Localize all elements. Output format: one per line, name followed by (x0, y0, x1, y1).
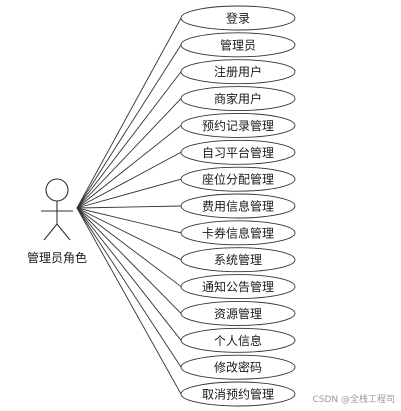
use-case-label: 预约记录管理 (202, 118, 274, 133)
use-case: 注册用户 (180, 59, 296, 85)
use-case-label: 资源管理 (214, 306, 262, 321)
association-line (76, 207, 182, 287)
use-case: 座位分配管理 (180, 166, 296, 192)
use-case-ellipse (180, 112, 296, 138)
use-case-ellipse (180, 193, 296, 219)
association-line (76, 44, 182, 209)
use-case-label: 自习平台管理 (202, 145, 274, 160)
association-line (76, 125, 182, 209)
use-case-label: 座位分配管理 (202, 172, 274, 187)
use-case: 自习平台管理 (180, 139, 296, 165)
use-case-label: 注册用户 (214, 64, 262, 79)
use-case: 商家用户 (180, 86, 296, 112)
association-line (76, 205, 182, 209)
association-line (76, 178, 182, 209)
use-case: 费用信息管理 (180, 193, 296, 219)
use-case: 通知公告管理 (180, 274, 296, 300)
use-case-label: 修改密码 (214, 360, 262, 375)
actor-label: 管理员角色 (27, 250, 87, 265)
use-case-ellipse (180, 220, 296, 246)
actor-head (45, 178, 69, 202)
use-case-label: 商家用户 (214, 91, 262, 106)
watermark: CSDN @全栈工程司 (312, 395, 395, 405)
use-case-label: 通知公告管理 (202, 279, 274, 294)
use-case: 系统管理 (180, 247, 296, 273)
use-case-label: 登录 (226, 11, 250, 26)
association-line (76, 71, 182, 209)
use-case: 资源管理 (180, 300, 296, 326)
association-line (76, 98, 182, 209)
association-line (76, 207, 182, 261)
use-case: 卡券信息管理 (180, 220, 296, 246)
association-line (76, 17, 182, 209)
use-case-ellipse (180, 59, 296, 85)
association-line (76, 207, 182, 368)
use-case-ellipse (180, 381, 296, 407)
use-case-ellipse (180, 86, 296, 112)
use-case-label: 个人信息 (214, 333, 262, 348)
use-case-ellipse (180, 5, 296, 31)
use-case-ellipse (180, 247, 296, 273)
use-case-ellipse (180, 327, 296, 353)
use-case-label: 费用信息管理 (202, 199, 274, 214)
actor-stick-figure (41, 178, 73, 241)
use-case-ellipse (180, 166, 296, 192)
use-case: 个人信息 (180, 327, 296, 353)
use-case-ellipse (180, 274, 296, 300)
use-case-label: 取消预约管理 (202, 387, 274, 402)
use-case-ellipse (180, 139, 296, 165)
use-case: 登录 (180, 5, 296, 31)
association-lines (76, 17, 182, 395)
use-case-label: 卡券信息管理 (202, 225, 274, 240)
use-case-label: 系统管理 (214, 252, 262, 267)
use-case: 取消预约管理 (180, 381, 296, 407)
use-case: 预约记录管理 (180, 112, 296, 138)
association-line (76, 151, 182, 209)
association-line (76, 207, 182, 234)
actor-left-leg (43, 223, 58, 241)
association-line (76, 207, 182, 395)
use-case-label: 管理员 (220, 37, 256, 52)
use-case-list: 登录管理员注册用户商家用户预约记录管理自习平台管理座位分配管理费用信息管理卡券信… (180, 5, 296, 407)
use-case-ellipse (180, 354, 296, 380)
association-line (76, 207, 182, 314)
use-case-ellipse (180, 32, 296, 58)
use-case: 管理员 (180, 32, 296, 58)
actor-right-leg (56, 223, 71, 241)
use-case: 修改密码 (180, 354, 296, 380)
use-case-ellipse (180, 300, 296, 326)
association-line (76, 207, 182, 341)
